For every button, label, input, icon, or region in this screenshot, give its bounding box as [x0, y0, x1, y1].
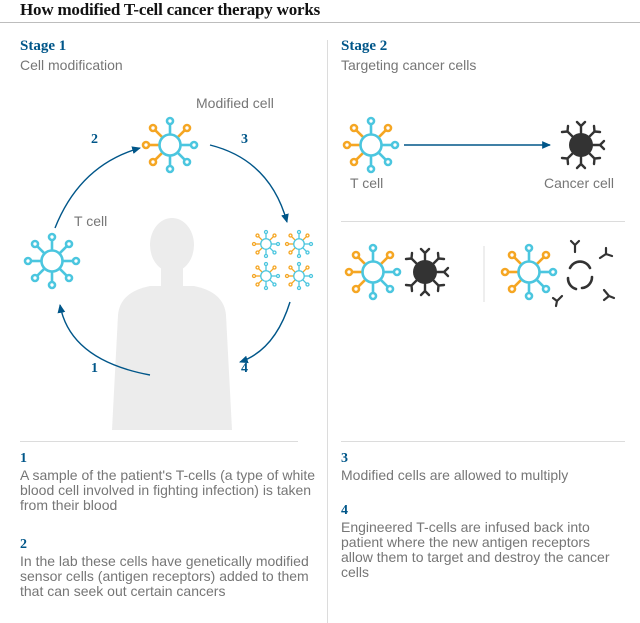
- stage2-heading: Stage 2: [341, 38, 388, 54]
- multiplied-cells-icon: [251, 229, 314, 291]
- step-4-text: Engineered T-cells are infused back into…: [341, 519, 610, 580]
- diagram-number-3: 3: [241, 132, 248, 147]
- cancer-cell-label: Cancer cell: [544, 175, 615, 191]
- stage1-heading: Stage 1: [20, 38, 67, 54]
- step-1-number: 1: [20, 451, 27, 466]
- destroying-t-cell-icon: [500, 243, 558, 301]
- cancer-cell-icon: [560, 120, 606, 170]
- stage2-t-cell-label: T cell: [350, 175, 384, 191]
- stage2-subheading: Targeting cancer cells: [341, 57, 477, 73]
- step-4-number: 4: [341, 503, 348, 518]
- stage1-subheading: Cell modification: [20, 57, 123, 73]
- destroyed-cancer-cell-icon: [551, 239, 616, 308]
- diagram-number-4: 4: [241, 361, 248, 376]
- step-divider-right: [341, 441, 625, 442]
- t-cell-icon: [23, 232, 81, 290]
- column-divider: [327, 40, 328, 623]
- title-rule: [0, 22, 640, 23]
- stage2-divider: [341, 221, 625, 222]
- stage2-t-cell-icon: [342, 116, 400, 174]
- step-2-number: 2: [20, 537, 27, 552]
- t-cell-label: T cell: [74, 213, 108, 229]
- step-1-text: A sample of the patient's T-cells (a typ…: [20, 467, 316, 513]
- diagram-number-2: 2: [91, 132, 98, 147]
- attacked-cancer-cell-icon: [404, 247, 450, 297]
- modified-cell-label: Modified cell: [196, 95, 274, 111]
- step-3-number: 3: [341, 451, 348, 466]
- step-2-text: In the lab these cells have genetically …: [20, 553, 309, 599]
- patient-silhouette: [112, 218, 232, 430]
- step-divider-left: [20, 441, 298, 442]
- attacking-t-cell-icon: [344, 243, 402, 301]
- modified-cell-icon: [141, 116, 199, 174]
- diagram-number-1: 1: [91, 361, 98, 376]
- page-title: How modified T-cell cancer therapy works: [20, 0, 321, 19]
- step-3-text: Modified cells are allowed to multiply: [341, 467, 569, 483]
- cycle-arrows: [54, 141, 551, 376]
